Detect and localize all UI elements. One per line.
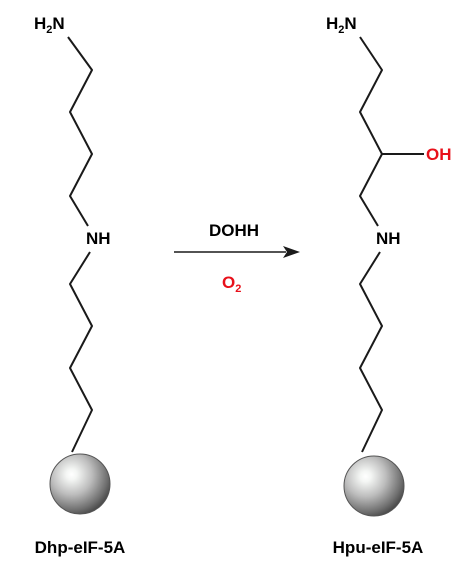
left-amine-label: H2N bbox=[34, 14, 65, 36]
right-molecule: H2N OH NH Hpu-eIF-5A bbox=[326, 14, 452, 557]
left-imine-label: NH bbox=[86, 229, 111, 248]
left-compound-label: Dhp-eIF-5A bbox=[35, 538, 126, 557]
right-compound-label: Hpu-eIF-5A bbox=[333, 538, 424, 557]
right-resin-bead bbox=[343, 455, 405, 517]
cofactor-label: O2 bbox=[222, 273, 241, 295]
enzyme-label: DOHH bbox=[209, 221, 259, 240]
arrow-head bbox=[283, 246, 300, 258]
left-molecule: H2N NH Dhp-eIF-5A bbox=[34, 14, 125, 557]
right-lower-chain bbox=[359, 251, 383, 453]
right-imine-label: NH bbox=[376, 229, 401, 248]
left-upper-chain bbox=[67, 36, 93, 227]
left-lower-chain bbox=[69, 251, 93, 453]
right-upper-chain bbox=[359, 36, 383, 227]
reaction-arrow-group: DOHH O2 bbox=[174, 221, 300, 295]
hydroxyl-label: OH bbox=[426, 145, 452, 164]
right-amine-label: H2N bbox=[326, 14, 357, 36]
left-resin-bead bbox=[49, 453, 111, 515]
